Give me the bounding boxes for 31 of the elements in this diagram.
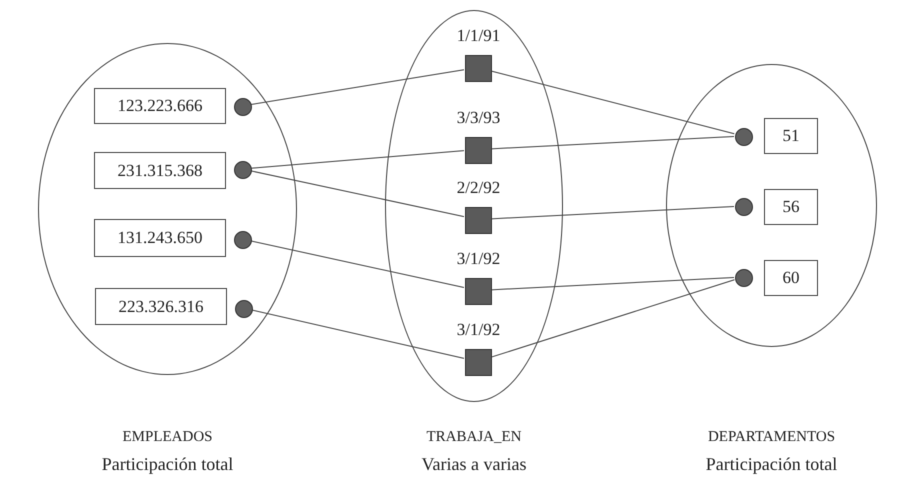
connector-line (250, 240, 464, 288)
connector-line (490, 206, 734, 220)
connector-line (490, 276, 734, 290)
connector-line (250, 170, 464, 218)
connector-line (251, 310, 464, 359)
participation-note: Participación total (102, 453, 234, 476)
value-box: 123.223.666 (94, 88, 226, 124)
value-box: 51 (764, 118, 818, 154)
entity-set-name: EMPLEADOS (122, 428, 212, 447)
date-label: 3/3/93 (456, 107, 500, 129)
connector-line (250, 150, 464, 169)
entity-set-ellipse (666, 64, 877, 347)
participation-note: Varias a varias (422, 453, 526, 476)
connector-line (490, 70, 735, 134)
connector-line (250, 69, 464, 106)
date-label: 3/1/92 (456, 319, 500, 341)
date-label: 2/2/92 (456, 177, 500, 199)
value-box: 56 (764, 189, 818, 225)
value-box: 131.243.650 (94, 219, 226, 257)
entity-set-ellipse (38, 43, 297, 375)
value-box: 60 (764, 260, 818, 296)
value-box: 223.326.316 (95, 288, 227, 325)
entity-set-name: DEPARTAMENTOS (708, 428, 836, 447)
date-label: 1/1/91 (456, 25, 500, 47)
participation-note: Participación total (706, 453, 838, 476)
value-box: 231.315.368 (94, 152, 226, 189)
connector-line (490, 136, 734, 150)
entity-set-ellipse (385, 10, 563, 402)
connector-line (490, 279, 735, 358)
entity-set-name: TRABAJA_EN (426, 428, 522, 447)
date-label: 3/1/92 (456, 248, 500, 270)
